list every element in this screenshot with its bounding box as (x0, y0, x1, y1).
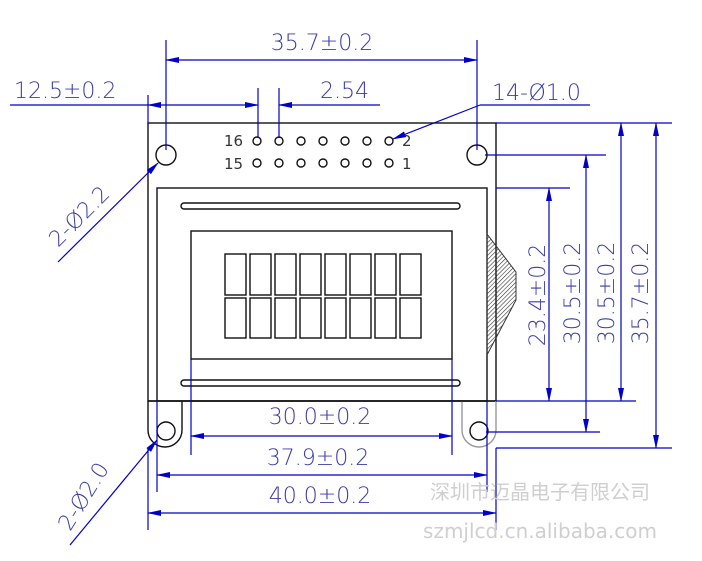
watermark-url: szmjlcd.cn.alibaba.com (423, 519, 657, 543)
pin-header (252, 136, 394, 168)
dim-mount-holes-bottom: 2-Ø2.0 (54, 458, 115, 535)
dim-height-frame: 23.4±0.2 (526, 244, 551, 346)
pin-label-2: 2 (402, 132, 412, 150)
flex-connector (486, 232, 517, 356)
pin-hole (296, 158, 306, 168)
pin-hole (318, 136, 328, 146)
pin-hole (274, 136, 284, 146)
character-cell (299, 297, 322, 339)
character-cell (249, 297, 272, 339)
pin-hole (362, 158, 372, 168)
character-cell (224, 253, 247, 296)
pin-label-1: 1 (402, 155, 412, 173)
pin-hole (384, 158, 394, 168)
character-cell (274, 297, 297, 339)
pin-hole (340, 136, 350, 146)
dim-pin-holes: 14-Ø1.0 (492, 81, 581, 106)
dim-frame-width: 37.9±0.2 (267, 446, 369, 471)
character-cell (349, 297, 372, 339)
pin-hole (252, 158, 262, 168)
mount-hole-bottom-right (469, 421, 489, 441)
character-cell (399, 297, 422, 339)
pin-hole (252, 136, 262, 146)
dim-height-board: 30.5±0.2 (595, 242, 620, 344)
mount-hole-bottom-left (156, 421, 176, 441)
dim-height-holes: 30.5±0.2 (561, 242, 586, 344)
character-cell (324, 297, 347, 339)
dimension-lines (10, 40, 672, 546)
character-cell (374, 297, 397, 339)
character-cell (324, 253, 347, 296)
right-mount-ear (461, 401, 497, 448)
pin-hole (318, 158, 328, 168)
character-cell (299, 253, 322, 296)
pin-hole (296, 136, 306, 146)
pin-hole (362, 136, 372, 146)
character-cell (374, 253, 397, 296)
viewing-area (190, 230, 453, 360)
pin-hole (340, 158, 350, 168)
dim-pin-pitch: 2.54 (320, 79, 369, 104)
pin-label-16: 16 (224, 132, 243, 150)
dim-height-total: 35.7±0.2 (629, 242, 654, 344)
character-cell (399, 253, 422, 296)
dim-board-width: 40.0±0.2 (269, 484, 371, 509)
pcb-board (147, 122, 497, 448)
character-cell (249, 253, 272, 296)
dim-mount-holes-top: 2-Ø2.2 (45, 182, 116, 253)
dim-left-offset: 12.5±0.2 (14, 79, 116, 104)
dim-top-width: 35.7±0.2 (271, 31, 373, 56)
character-cell (349, 253, 372, 296)
character-cell (274, 253, 297, 296)
pin-hole (274, 158, 284, 168)
character-cell (224, 297, 247, 339)
character-cells (224, 253, 422, 339)
dim-view-width: 30.0±0.2 (269, 405, 371, 430)
watermark-company: 深圳市迈晶电子有限公司 (430, 480, 650, 504)
pin-label-15: 15 (224, 155, 243, 173)
display-frame (156, 187, 517, 402)
pin-hole (384, 136, 394, 146)
left-mount-ear (147, 401, 183, 448)
